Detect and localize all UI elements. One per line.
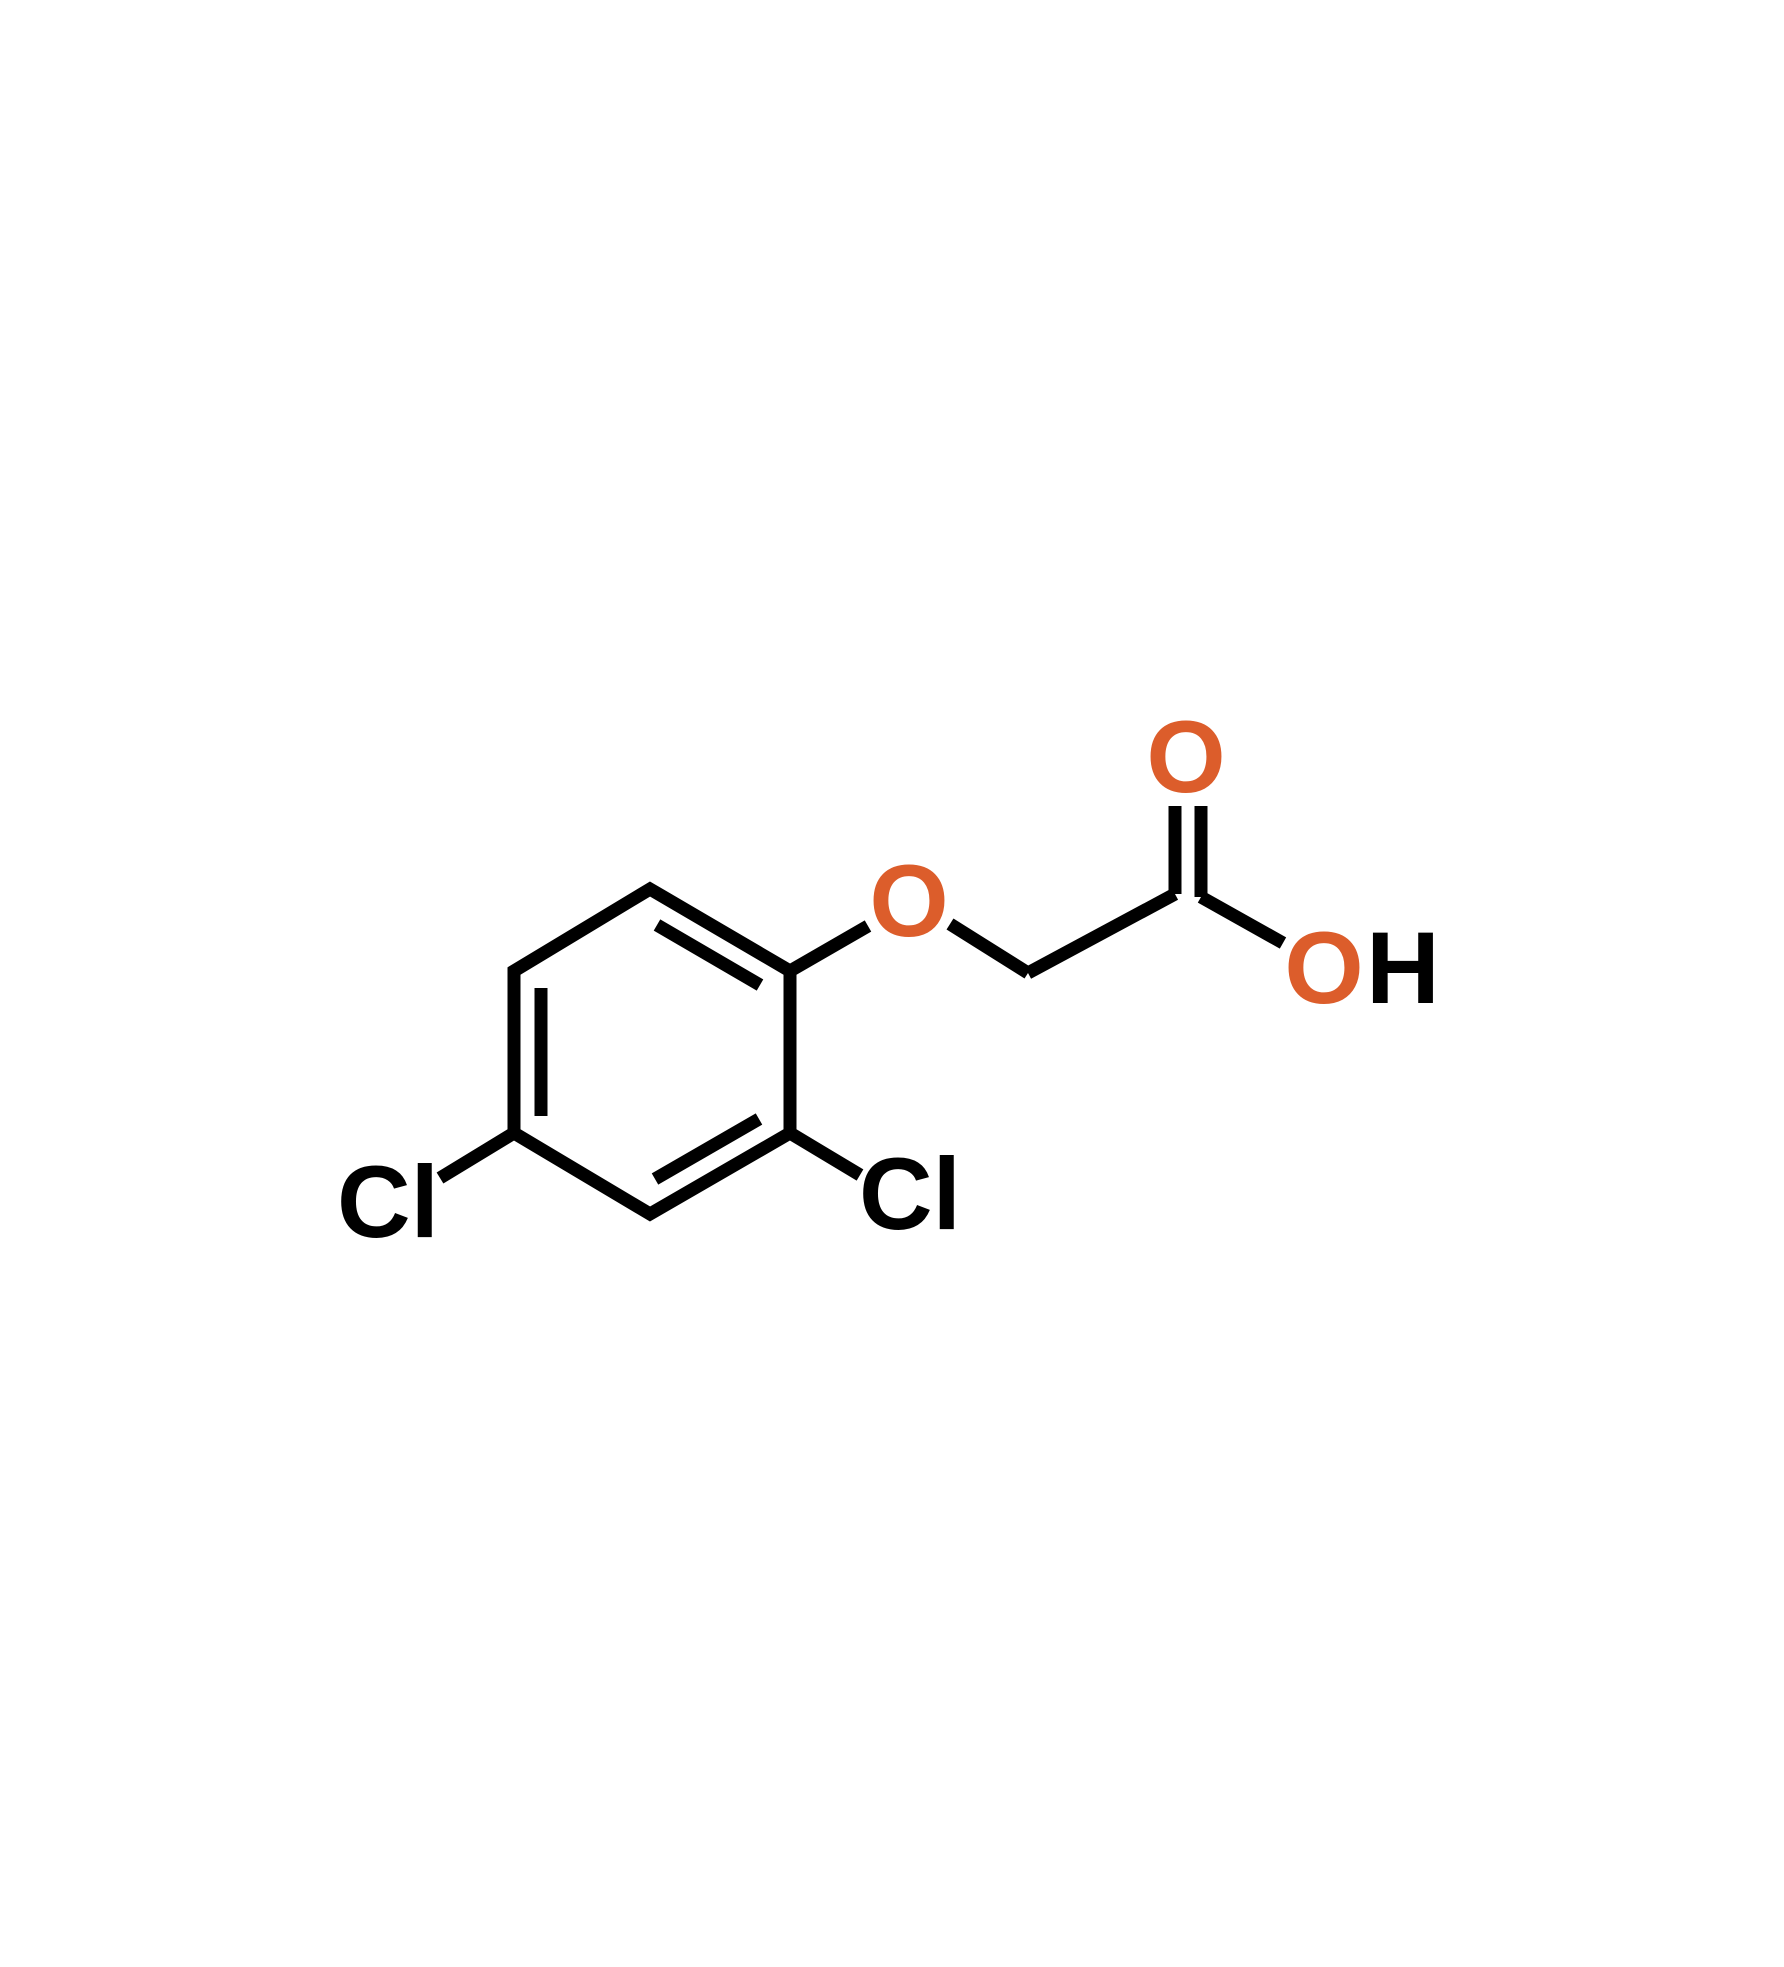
atom-label-ether-oxygen: O [869, 844, 948, 958]
atom-label-hydroxyl-hydrogen: H [1366, 911, 1440, 1025]
bond-ring-to-chlorine-4 [436, 1127, 518, 1184]
atom-label-hydroxyl-oxygen: O [1284, 911, 1363, 1025]
atom-label-chlorine-2: Cl [859, 1137, 961, 1251]
bond-ring-inner-bottom-right [651, 1113, 763, 1185]
atom-label-carbonyl-oxygen: O [1146, 700, 1225, 814]
bond-ring-inner-top-right [653, 919, 764, 991]
atom-label-chlorine-4: Cl [337, 1145, 439, 1259]
benzene-ring-bond [507, 881, 797, 1222]
bond-ring-to-chlorine-2 [786, 1127, 864, 1181]
bond-carboxyl-to-hydroxyl [1197, 891, 1287, 949]
bond-ring-to-ether-oxygen [786, 920, 872, 977]
bond-ch2-to-carboxyl-carbon [1024, 888, 1179, 979]
bond-ether-oxygen-to-ch2 [946, 918, 1032, 979]
